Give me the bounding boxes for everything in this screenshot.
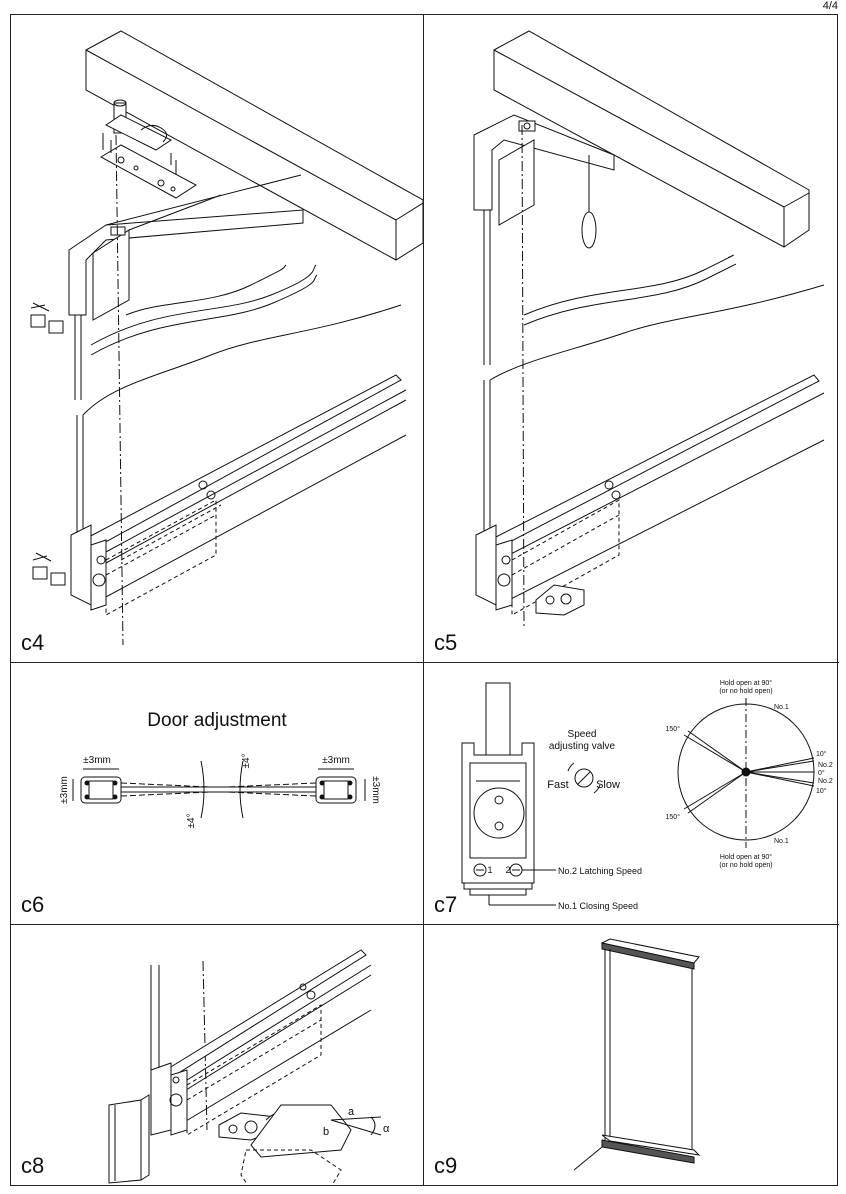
c5-installation-illustration — [473, 30, 825, 628]
panel-c9: c9 — [424, 925, 839, 1185]
c7-latching-speed-label: No.2 Latching Speed — [558, 866, 642, 876]
c7-speed-valve-line2: adjusting valve — [549, 741, 616, 752]
c8-dim-a: a — [348, 1106, 355, 1118]
page-number: 4/4 — [822, 0, 838, 12]
c7-10-top: 10° — [816, 750, 827, 758]
panel-label-c5: c5 — [434, 630, 458, 655]
c7-slow-label: Slow — [596, 779, 620, 791]
panel-c5: c5 — [424, 15, 839, 663]
c8-angle-symbol: α — [383, 1123, 390, 1135]
c6-angle-adj-lower: ±4° — [186, 813, 197, 828]
c7-0-label: 0° — [818, 769, 825, 777]
panel-c4: c4 — [11, 15, 424, 663]
c7-no2-top: No.2 — [818, 762, 833, 769]
c7-fast-label: Fast — [547, 779, 568, 791]
c7-150-top: 150° — [666, 725, 681, 733]
c6-horizontal-adj-left: ±3mm — [83, 755, 111, 766]
panel-c8: a b α c8 — [11, 925, 424, 1185]
c7-10-bottom: 10° — [816, 787, 827, 795]
c7-speed-valve-line1: Speed — [568, 729, 597, 740]
c7-closing-speed-label: No.1 Closing Speed — [558, 901, 638, 911]
c7-hold-bottom-line1: Hold open at 90° — [720, 853, 772, 861]
c6-door-adjustment-diagram: Door adjustment — [59, 710, 381, 829]
c4-installation-illustration — [30, 30, 423, 646]
c6-vertical-adj-left: ±3mm — [59, 776, 70, 804]
c7-valve-1-label: 1 — [487, 865, 492, 875]
c7-hold-top-line1: Hold open at 90° — [720, 679, 772, 687]
panel-c6: Door adjustment — [11, 663, 424, 925]
panel-label-c6: c6 — [21, 892, 45, 917]
c7-hold-bottom-line2: (or no hold open) — [719, 862, 772, 869]
c7-no1-bottom: No.1 — [774, 838, 789, 845]
c7-no1-top: No.1 — [774, 704, 789, 711]
panel-label-c4: c4 — [21, 630, 45, 655]
c8-installation-illustration: a b α — [108, 949, 390, 1184]
c6-horizontal-adj-right: ±3mm — [322, 755, 350, 766]
panel-c7: 1 2 No.2 Latching Speed No.1 Closing Spe… — [424, 663, 839, 925]
c6-vertical-adj-right: ±3mm — [370, 776, 381, 804]
panel-label-c8: c8 — [21, 1153, 45, 1178]
c7-valve-2-label: 2 — [505, 865, 510, 875]
c7-hold-top-line2: (or no hold open) — [719, 688, 772, 695]
c7-150-bottom: 150° — [666, 813, 681, 821]
c7-speed-adjustment-diagram: 1 2 No.2 Latching Speed No.1 Closing Spe… — [461, 679, 833, 911]
c6-angle-adj-upper: ±4° — [241, 753, 252, 768]
c6-title: Door adjustment — [147, 710, 287, 731]
panel-label-c9: c9 — [434, 1153, 458, 1178]
c9-completed-door-illustration — [573, 938, 701, 1171]
c7-no2-bottom: No.2 — [818, 778, 833, 785]
instruction-sheet-frame: c4 — [10, 14, 839, 1186]
panel-label-c7: c7 — [434, 892, 458, 917]
c8-dim-b: b — [323, 1126, 329, 1138]
